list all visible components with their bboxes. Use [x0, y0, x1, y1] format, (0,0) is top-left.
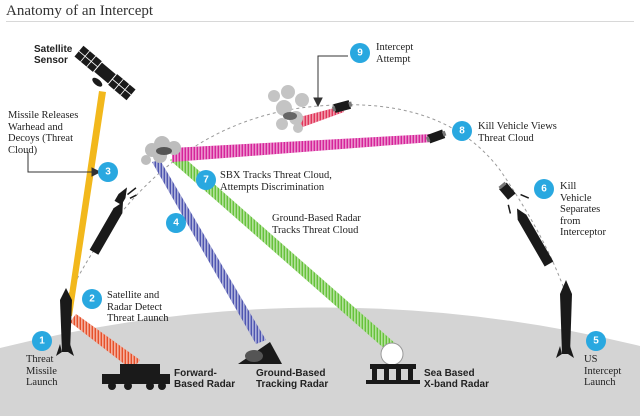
svg-text:8: 8 — [459, 126, 465, 137]
badge-7: 7 — [196, 170, 216, 190]
beam-green-sbx — [170, 154, 396, 350]
label-sea-radar: Sea Based X-band Radar — [424, 368, 490, 390]
badge-3: 3 — [98, 162, 118, 182]
label-sbx-tracks: SBX Tracks Threat Cloud, Attempts Discri… — [220, 170, 332, 193]
svg-text:5: 5 — [593, 336, 599, 347]
ground-based-radar-icon — [238, 342, 282, 364]
label-threat-launch: Threat Missile Launch — [26, 354, 58, 388]
beam-magenta-kill-vehicle — [172, 134, 432, 162]
threat-missile-icon — [56, 288, 74, 356]
label-satellite-sensor: Satellite Sensor — [34, 44, 73, 66]
label-satellite-radar-detect: Satellite and Radar Detect Threat Launch — [107, 290, 169, 324]
svg-text:4: 4 — [173, 218, 179, 229]
svg-text:2: 2 — [89, 294, 95, 305]
sea-based-xband-radar-icon — [366, 342, 420, 384]
intercept-arrow — [313, 55, 348, 108]
kill-vehicle-icon — [425, 129, 447, 144]
satellite-icon — [74, 45, 136, 101]
beam-yellow-satellite — [66, 91, 106, 316]
us-interceptor-icon — [556, 280, 574, 358]
threat-missile-ascent-icon — [89, 202, 123, 255]
label-intercept-attempt: Intercept Attempt — [376, 42, 414, 65]
interceptor-ascent-icon — [517, 208, 554, 267]
badge-9: 9 — [350, 43, 370, 63]
warhead-release-icon — [114, 187, 137, 205]
label-gbr-tracks: Ground-Based Radar Tracks Threat Cloud — [272, 213, 361, 236]
badge-1: 1 — [32, 331, 52, 351]
label-ground-radar: Ground-Based Tracking Radar — [256, 368, 329, 390]
beam-orange-forward-radar — [70, 314, 140, 370]
badge-2: 2 — [82, 289, 102, 309]
badge-4: 4 — [166, 213, 186, 233]
kill-vehicle-separating-icon — [498, 181, 530, 214]
badge-6: 6 — [534, 179, 554, 199]
svg-text:1: 1 — [39, 336, 45, 347]
forward-based-radar-icon — [102, 364, 170, 390]
threat-cloud-top — [268, 85, 309, 133]
svg-text:7: 7 — [203, 175, 209, 186]
svg-text:9: 9 — [357, 48, 363, 59]
label-kill-vehicle-separates: Kill Vehicle Separates from Interceptor — [560, 181, 607, 238]
threat-cloud-left — [141, 136, 181, 165]
svg-text:6: 6 — [541, 184, 547, 195]
kill-vehicle-intercept-icon — [331, 100, 353, 113]
threat-cloud-arrow — [27, 152, 102, 177]
label-us-launch: US Intercept Launch — [584, 354, 622, 388]
badge-5: 5 — [586, 331, 606, 351]
diagram-title: Anatomy of an Intercept — [6, 3, 154, 19]
label-kill-vehicle-views: Kill Vehicle Views Threat Cloud — [478, 121, 557, 144]
earth-ground — [0, 307, 640, 416]
beam-red-kill-vehicle-view — [296, 106, 344, 128]
label-forward-radar: Forward- Based Radar — [174, 368, 236, 390]
beam-blue-ground-radar — [152, 160, 266, 344]
svg-text:3: 3 — [105, 167, 111, 178]
title-divider — [6, 21, 634, 22]
label-missile-releases: Missile Releases Warhead and Decoys (Thr… — [8, 110, 79, 156]
badge-8: 8 — [452, 121, 472, 141]
